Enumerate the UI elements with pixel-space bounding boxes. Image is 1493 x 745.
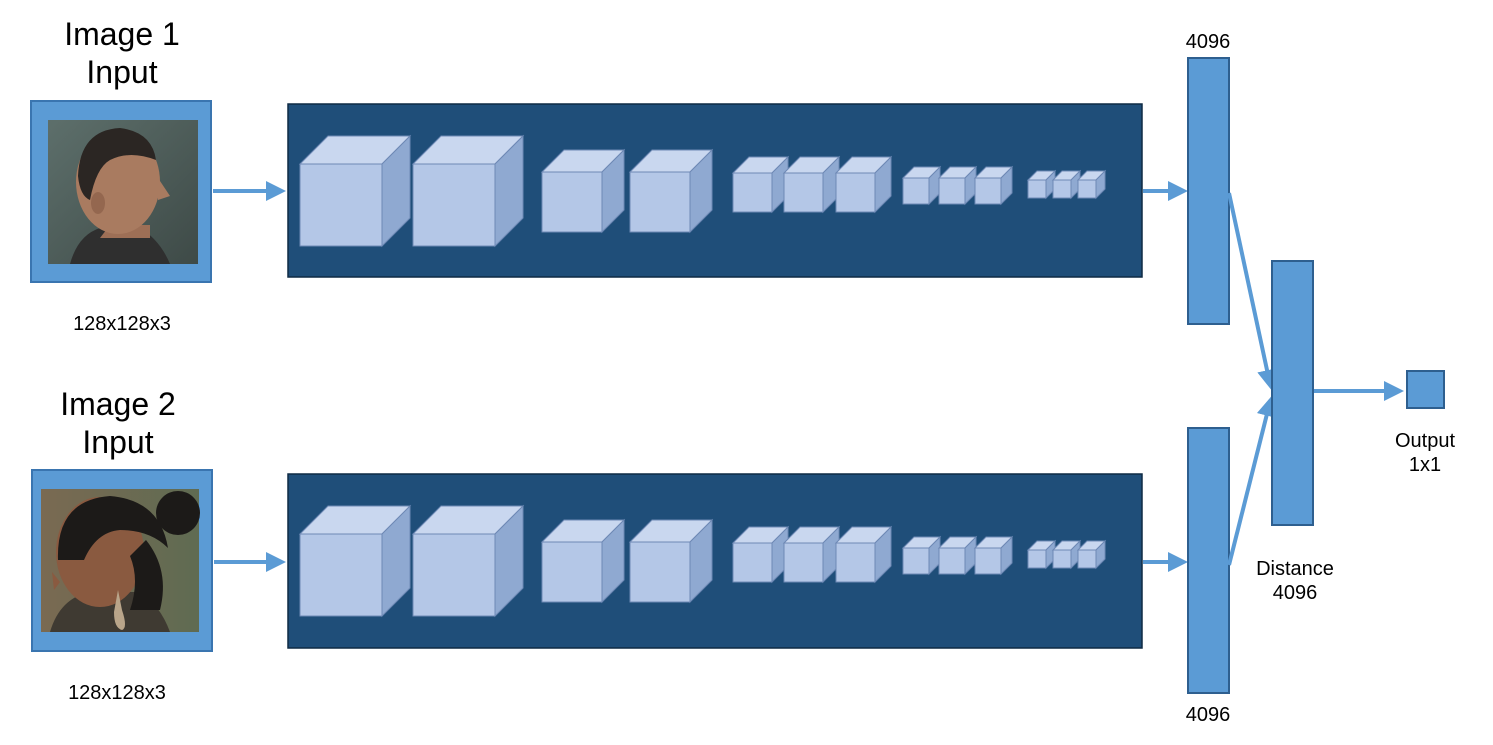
conv-layer-cube [731, 525, 790, 584]
distance-size: 4096 [1272, 581, 1318, 604]
man-profile-photo [48, 120, 198, 264]
cube-front-face [938, 177, 966, 205]
input-2-title-line1: Image 2 [60, 386, 176, 422]
cube-front-face [835, 172, 876, 213]
cube-front-face [1077, 549, 1097, 569]
input-1-title-line1: Image 1 [64, 16, 180, 52]
cube-front-face [1052, 549, 1072, 569]
cube-front-face [1077, 179, 1097, 199]
embedding-to-distance-arrow-1 [1227, 192, 1277, 390]
cube-front-face [299, 163, 383, 247]
input-1-dimensions: 128x128x3 [73, 313, 171, 335]
conv-layer-cube [901, 165, 942, 206]
distance-label-text: Distance [1256, 558, 1334, 580]
cube-front-face [732, 172, 773, 213]
input-2-dimensions: 128x128x3 [68, 682, 166, 704]
cube-front-face [1052, 179, 1072, 199]
conv-layer-cube [411, 504, 525, 618]
embedding-to-distance-arrow-2 [1227, 396, 1277, 566]
conv-layer-cube [782, 525, 841, 584]
conv-layer-cube [973, 535, 1014, 576]
conv-layer-cube [540, 518, 626, 604]
cube-front-face [783, 172, 824, 213]
conv-layer-cube [1076, 169, 1107, 200]
embedding-vector-2 [1187, 427, 1230, 694]
cube-front-face [412, 533, 496, 617]
conv-layer-cube [973, 165, 1014, 206]
cube-front-face [902, 177, 930, 205]
conv-layer-stack-1 [298, 134, 1107, 248]
cube-front-face [783, 542, 824, 583]
cube-front-face [629, 171, 691, 233]
distance-label: Distance 4096 [1235, 558, 1355, 605]
conv-layer-cube [901, 535, 942, 576]
conv-layer-cube [834, 155, 893, 214]
output-label-text: Output [1394, 430, 1456, 452]
input-1-title-line2: Input [86, 53, 158, 90]
conv-layer-cube [298, 504, 412, 618]
cube-front-face [902, 547, 930, 575]
distance-vector [1271, 260, 1314, 526]
conv-layer-cube [298, 134, 412, 248]
conv-layer-cube [937, 165, 978, 206]
cube-front-face [412, 163, 496, 247]
embedding-vector-1 [1187, 57, 1230, 325]
conv-layer-cube [628, 518, 714, 604]
cube-front-face [1027, 179, 1047, 199]
cube-front-face [732, 542, 773, 583]
input-1-title: Image 1 Input [40, 16, 204, 92]
cube-front-face [541, 171, 603, 233]
input-image-1 [30, 100, 212, 283]
conv-layer-cube [1076, 539, 1107, 570]
woman-profile-photo [41, 489, 200, 632]
conv-layer-cube [1051, 539, 1082, 570]
conv-layer-cube [411, 134, 525, 248]
embedding-1-size: 4096 [1185, 31, 1231, 53]
conv-layer-cube [782, 155, 841, 214]
cube-front-face [974, 177, 1002, 205]
cube-front-face [938, 547, 966, 575]
output-label: Output 1x1 [1375, 430, 1475, 477]
conv-layer-stack-2 [298, 504, 1107, 618]
input-2-title: Image 2 Input [36, 386, 200, 462]
conv-layer-cube [834, 525, 893, 584]
cube-front-face [974, 547, 1002, 575]
conv-layer-cube [731, 155, 790, 214]
input-image-2 [31, 469, 213, 652]
cube-front-face [629, 541, 691, 603]
cube-front-face [835, 542, 876, 583]
conv-layer-cube [628, 148, 714, 234]
cube-front-face [1027, 549, 1047, 569]
conv-layer-cube [540, 148, 626, 234]
cube-front-face [541, 541, 603, 603]
embedding-2-size: 4096 [1185, 704, 1231, 726]
conv-layer-cube [1051, 169, 1082, 200]
output-node [1406, 370, 1445, 409]
output-size: 1x1 [1408, 453, 1442, 476]
conv-layer-cube [937, 535, 978, 576]
input-2-title-line2: Input [82, 423, 154, 460]
cube-front-face [299, 533, 383, 617]
